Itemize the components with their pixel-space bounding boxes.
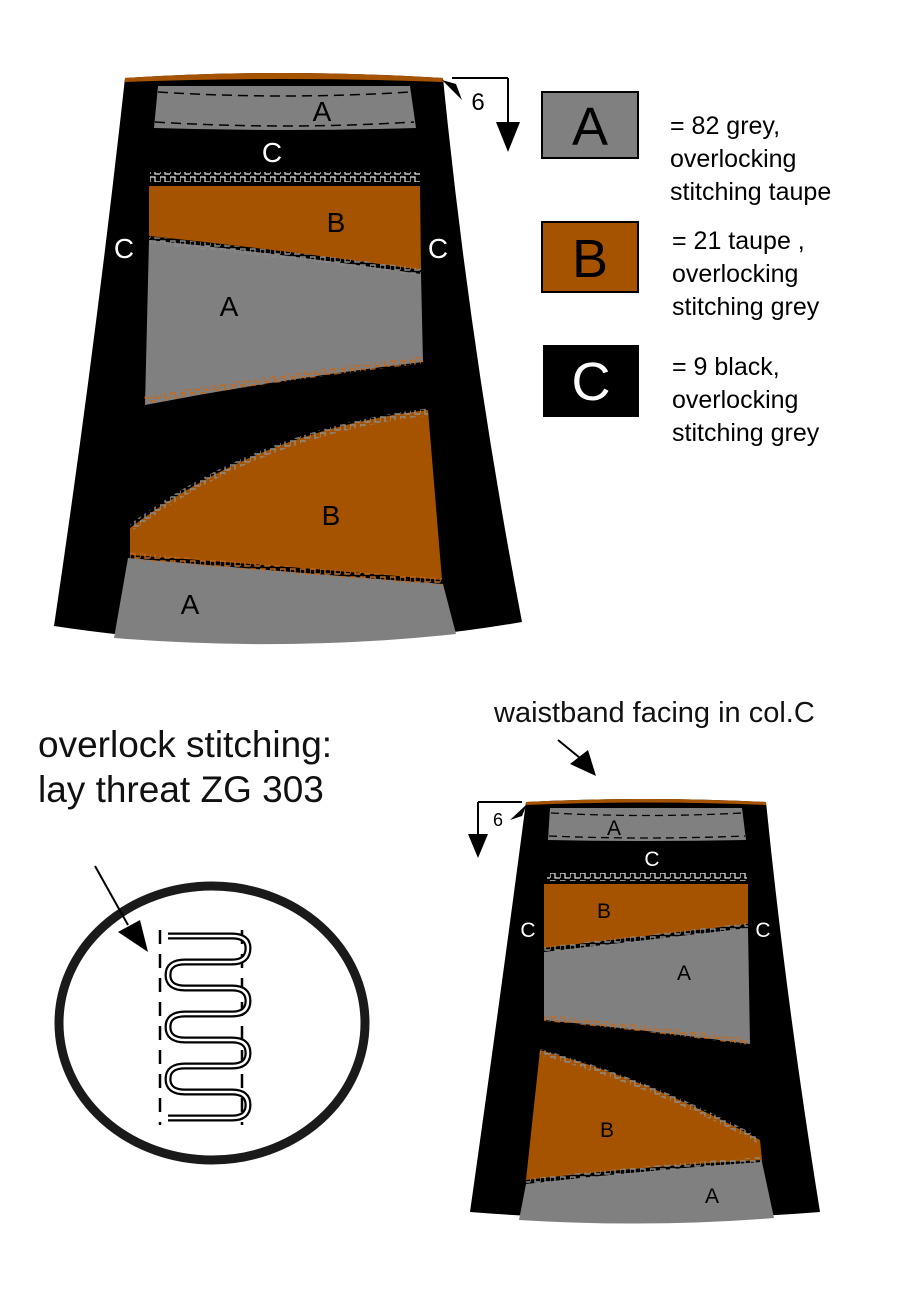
small-label-b-upper: B [597,900,611,923]
legend: A B C [541,91,639,417]
legend-text-c: = 9 black, overlocking stitching grey [672,351,819,450]
small-skirt: A C B C C A B A 6 [468,739,820,1224]
overlock-detail [54,865,370,1165]
small-waistband-rim [526,799,766,805]
overlock-note: overlock stitching: lay threat ZG 303 [38,722,332,812]
legend-c-line1: = 9 black, [672,353,780,381]
large-panel-a-waistband [154,86,416,130]
overlock-pointer-line [94,865,129,926]
small-panel-a-middle [544,928,750,1044]
large-label-a-waist: A [313,96,332,127]
small-measure-arrow: 6 [468,801,527,858]
legend-b-line2: overlocking [672,260,799,288]
legend-swatch-b [541,221,639,293]
large-label-c-waist: C [262,137,282,168]
small-label-a-middle: A [677,962,691,985]
large-panel-a-middle [145,240,423,405]
small-label-a-waist: A [607,817,621,840]
small-label-b-lower: B [600,1119,614,1142]
overlock-pointer-head [118,920,148,952]
legend-swatch-c [543,345,639,417]
small-panel-b-upper [544,884,748,948]
large-label-b-upper: B [327,207,346,238]
large-label-a-bottom: A [181,589,200,620]
legend-swatch-a-letter: A [572,97,608,157]
legend-a-line1: = 82 grey, [670,112,781,140]
small-label-a-bottom: A [705,1185,719,1208]
legend-text-a: = 82 grey, overlocking stitching taupe [670,110,831,209]
large-label-a-middle: A [220,291,239,322]
legend-a-line3: stitching taupe [670,178,832,206]
large-waistband-rim [125,73,443,82]
large-panel-b-upper [149,186,421,270]
large-label-c-right: C [428,233,448,264]
small-panel-b-lower [526,1050,762,1180]
legend-c-line3: stitching grey [672,419,820,447]
waistband-pointer [557,739,596,776]
small-panel-a-waistband [548,808,746,841]
legend-b-line1: = 21 taupe , [672,227,805,255]
small-label-c-right: C [755,919,770,942]
large-label-b-lower: B [322,500,341,531]
waistband-caption: waistband facing in col.C [494,697,815,729]
legend-swatch-a [541,91,639,159]
large-skirt: A C B C C A B A 6 [54,73,522,645]
legend-swatch-c-letter: C [572,352,611,412]
small-label-c-left: C [520,919,535,942]
small-panel-a-bottom [519,1162,774,1224]
large-label-c-left: C [114,233,134,264]
legend-swatch-b-letter: B [572,229,608,289]
large-measure-label: 6 [471,89,484,116]
legend-b-line3: stitching grey [672,293,820,321]
legend-a-line2: overlocking [670,145,797,173]
small-measure-label: 6 [493,810,503,830]
overlock-detail-circle [54,881,370,1165]
overlock-note-line2: lay threat ZG 303 [38,769,324,810]
large-panel-b-lower [130,410,442,580]
large-measure-arrow: 6 [442,77,520,152]
small-label-c-waist: C [644,848,659,871]
overlock-note-line1: overlock stitching: [38,724,333,765]
legend-text-b: = 21 taupe , overlocking stitching grey [672,225,819,324]
legend-c-line2: overlocking [672,386,799,414]
